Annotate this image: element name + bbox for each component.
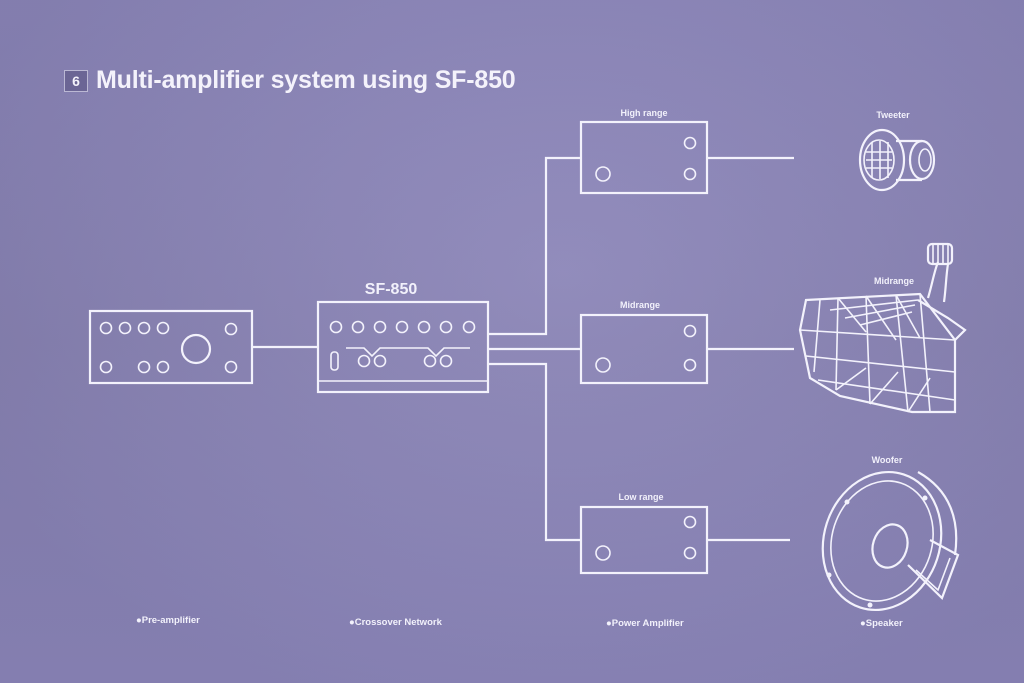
woofer-label: Woofer: [871, 455, 903, 465]
crossover-output-lines: [488, 156, 581, 542]
tweeter-speaker: [858, 128, 936, 192]
midrange-amplifier: [579, 313, 794, 385]
midrange-amp-label: Midrange: [619, 300, 661, 310]
crossover-unit: [316, 300, 490, 394]
crossover-caption: ●Crossover Network: [349, 617, 442, 628]
tweeter-label: Tweeter: [876, 110, 910, 120]
speaker-caption: ●Speaker: [860, 618, 903, 629]
woofer-speaker: [821, 470, 960, 612]
power-amplifier-caption: ●Power Amplifier: [606, 618, 684, 629]
midrange-horn-speaker: [798, 242, 967, 414]
preamplifier-unit: [88, 309, 254, 385]
title-text: Multi-amplifier system using SF-850: [96, 66, 516, 94]
diagram-title: 6 Multi-amplifier system using SF-850: [64, 66, 516, 95]
crossover-model-label: SF-850: [364, 281, 418, 298]
preamplifier-caption: ●Pre-amplifier: [136, 615, 200, 626]
low-range-amplifier: [579, 505, 790, 575]
low-range-label: Low range: [618, 492, 664, 502]
high-range-amplifier: [579, 120, 794, 195]
midrange-speaker-label: Midrange: [873, 276, 915, 286]
high-range-label: High range: [620, 108, 668, 118]
figure-number: 6: [64, 69, 88, 92]
